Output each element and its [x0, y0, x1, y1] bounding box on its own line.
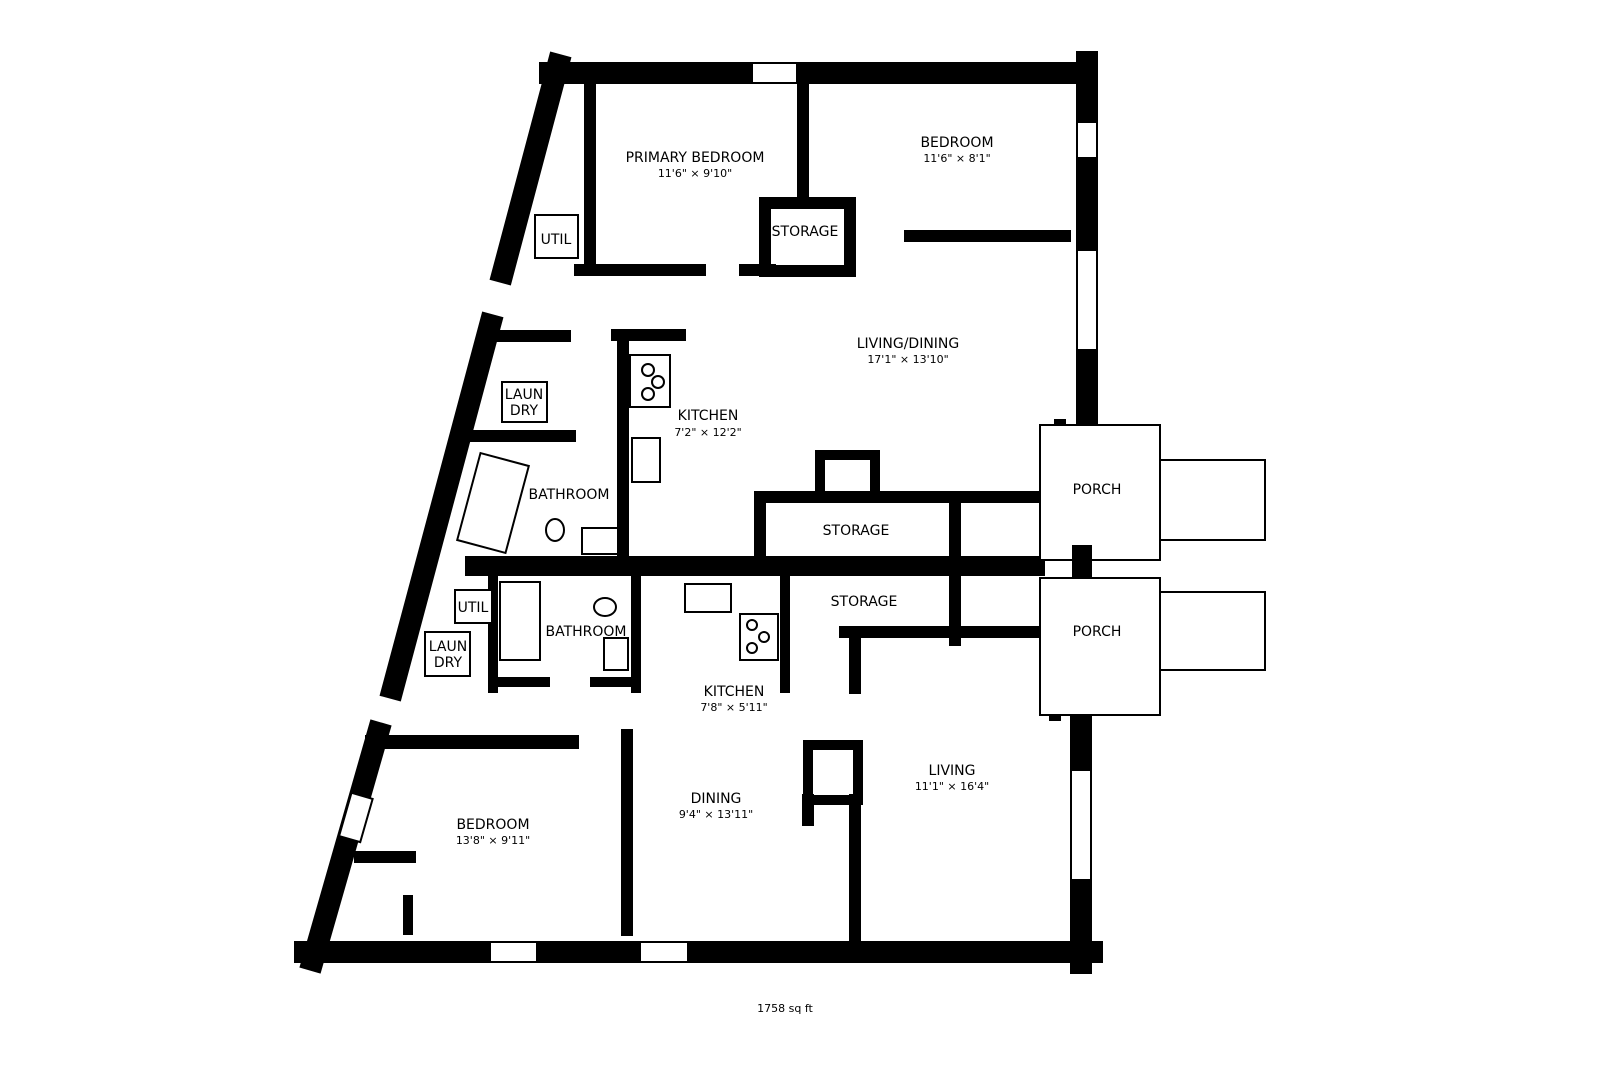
room-name: LIVING [929, 763, 976, 779]
room-name-2: DRY [510, 403, 539, 419]
room-name: UTIL [458, 600, 489, 616]
total-area: 1758 sq ft [757, 1002, 813, 1015]
room-name: PRIMARY BEDROOM [626, 150, 765, 166]
room-name: BATHROOM [528, 487, 609, 503]
room-name: STORAGE [831, 594, 898, 610]
outer-walls [294, 51, 1103, 974]
room-dims: 7'8" × 5'11" [700, 701, 767, 714]
room-name: KITCHEN [678, 408, 739, 424]
room-dims: 11'1" × 16'4" [915, 780, 989, 793]
room-dims: 17'1" × 13'10" [867, 353, 948, 366]
room-name-2: DRY [434, 655, 463, 671]
room-name: STORAGE [772, 224, 839, 240]
fixtures [455, 354, 779, 671]
room-name: BEDROOM [456, 817, 529, 833]
room-name: LIVING/DINING [857, 336, 960, 352]
room-dims: 11'6" × 9'10" [658, 167, 732, 180]
room-name: STORAGE [823, 523, 890, 539]
room-name: LAUN [505, 387, 543, 403]
room-name: DINING [691, 791, 742, 807]
interior-walls [354, 79, 1071, 946]
room-name: PORCH [1073, 624, 1122, 640]
room-labels: PRIMARY BEDROOM 11'6" × 9'10" BEDROOM 11… [429, 135, 1122, 1015]
room-name: BEDROOM [920, 135, 993, 151]
porches [1039, 424, 1266, 716]
room-name: LAUN [429, 639, 467, 655]
room-name: KITCHEN [704, 684, 765, 700]
room-name: BATHROOM [545, 624, 626, 640]
room-dims: 9'4" × 13'11" [679, 808, 753, 821]
windows [337, 62, 1098, 963]
room-dims: 7'2" × 12'2" [674, 426, 741, 439]
room-dims: 11'6" × 8'1" [923, 152, 990, 165]
room-dims: 13'8" × 9'11" [456, 834, 530, 847]
room-name: PORCH [1073, 482, 1122, 498]
room-name: UTIL [541, 232, 572, 248]
